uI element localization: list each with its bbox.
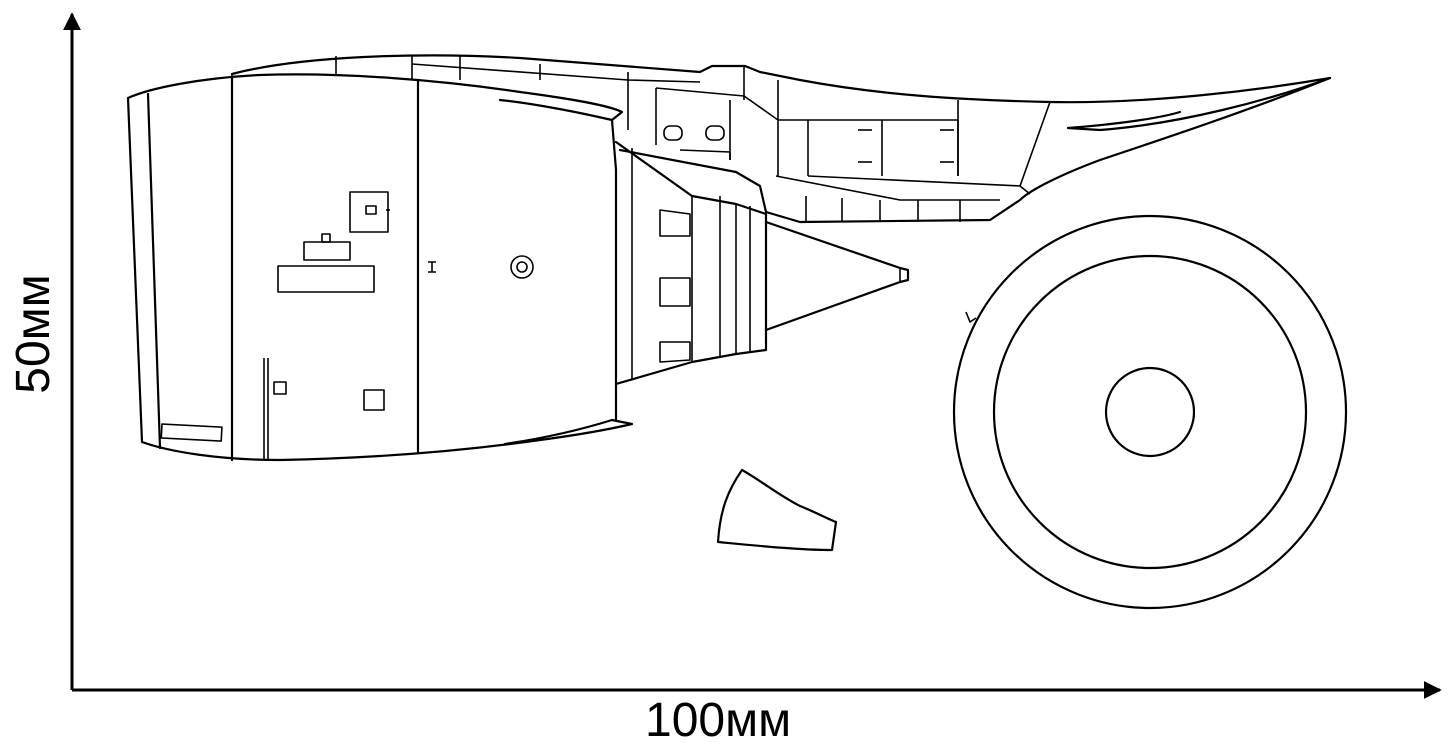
fairing-part xyxy=(716,468,838,552)
exhaust-nozzle xyxy=(614,140,910,386)
height-dimension-label: 50мм xyxy=(7,274,60,394)
nacelle xyxy=(126,73,634,462)
intake-front-view xyxy=(952,214,1348,610)
width-dimension-label: 100мм xyxy=(645,694,792,747)
pylon xyxy=(230,54,1332,224)
